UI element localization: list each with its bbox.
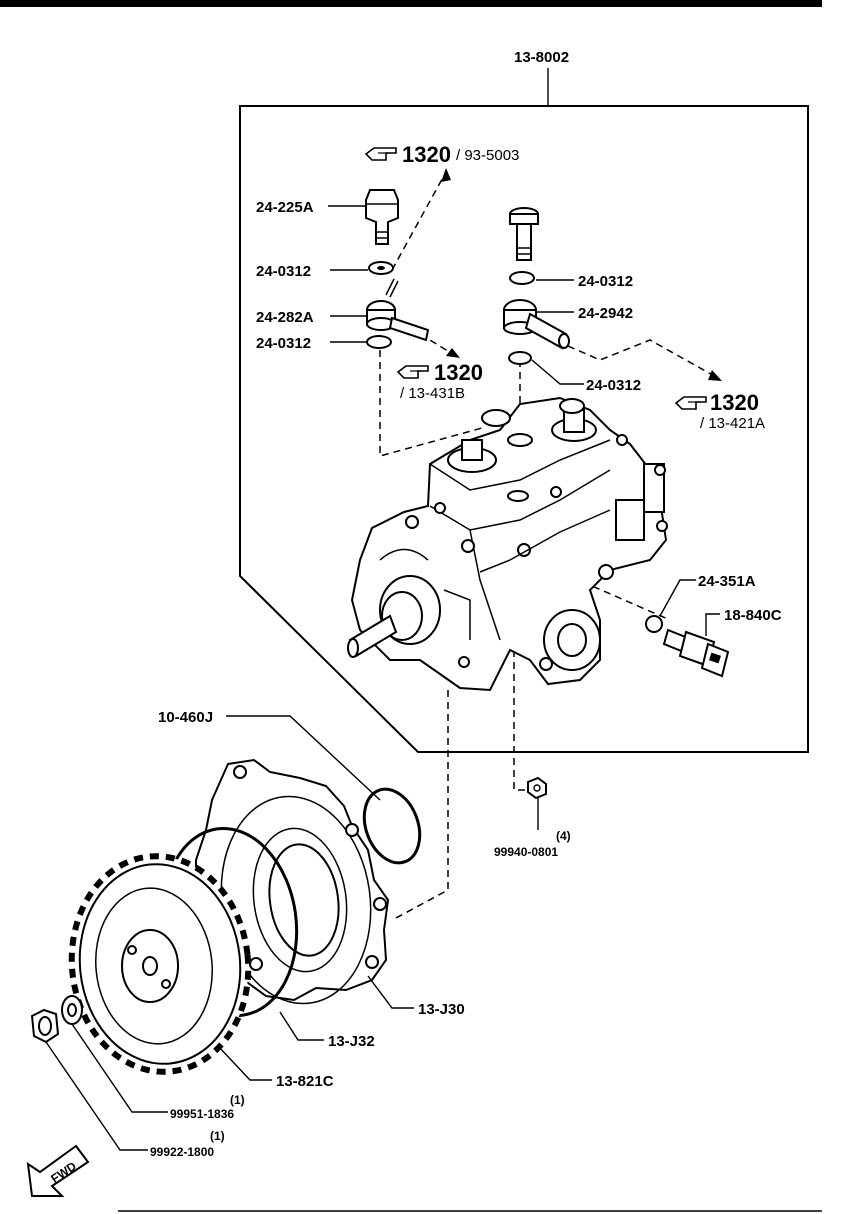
washer-99951-1836[interactable] [61,995,83,1025]
callout-99940-0801[interactable]: 99940-0801 [494,845,558,859]
callout-24-2942[interactable]: 24-2942 [578,305,633,322]
callout-24-282A[interactable]: 24-282A [256,309,314,326]
leader [659,579,696,617]
reference-sub: / 93-5003 [456,147,519,164]
washer-24-0312-lower-right[interactable] [508,351,532,365]
leader [226,715,381,801]
sensor-18-840C[interactable] [662,628,730,678]
dashed-line-sensor [559,571,671,621]
assembly-frame [239,105,809,753]
callout-24-0312[interactable]: 24-0312 [256,263,311,280]
dashed-line-to-ref-top [391,171,447,271]
dashed-line-pump-to-cover [395,690,449,919]
callout-qty-1: (1) [230,1093,245,1107]
gear-13-821C[interactable] [61,847,259,1080]
nut-99922-1800[interactable] [30,1008,60,1044]
callout-99922-1800[interactable]: 99922-1800 [150,1145,214,1159]
banjo-bolt-right[interactable] [509,207,539,261]
fwd-arrow-icon: FWD [26,1144,90,1197]
callout-24-0312[interactable]: 24-0312 [256,335,311,352]
washer-inner [377,266,385,270]
reference-number: 1320 [710,390,759,415]
arrow-head [441,168,451,182]
callout-qty-1: (1) [210,1129,225,1143]
dashed-line-nut [513,650,528,791]
reference-left[interactable]: 1320 / 13-431B [396,360,483,402]
callout-qty-4: (4) [556,829,571,843]
callout-10-460J[interactable]: 10-460J [158,709,213,726]
leader [71,1023,168,1113]
leader [367,975,414,1009]
pointing-hand-icon [674,396,707,410]
banjo-fitting-24-2942[interactable] [503,299,570,350]
leader [279,1011,324,1041]
dashed-line-to-ref-right [567,339,719,379]
callout-24-351A[interactable]: 24-351A [698,573,756,590]
callout-99951-1836[interactable]: 99951-1836 [170,1107,234,1121]
reference-top[interactable]: 1320 / 93-5003 [364,142,519,167]
injection-pump[interactable] [347,396,668,692]
callout-24-0312[interactable]: 24-0312 [586,377,641,394]
leader [217,1045,272,1081]
leader [45,1041,148,1151]
arrow-head [446,348,460,358]
callout-13-J30[interactable]: 13-J30 [418,1001,465,1018]
callout-24-0312[interactable]: 24-0312 [578,273,633,290]
reference-right[interactable]: 1320 / 13-421A [674,390,765,432]
reference-number: 1320 [434,360,483,385]
pointing-hand-icon [396,365,429,379]
reference-sub: / 13-431B [400,385,465,402]
top-border-rule [0,0,822,7]
leader [705,613,720,636]
o-ring-10-460J[interactable] [355,781,430,870]
callout-13-821C[interactable]: 13-821C [276,1073,334,1090]
o-ring-24-351A[interactable] [645,615,663,633]
assembly-label[interactable]: 13-8002 [514,49,569,66]
arrow-head [708,370,722,381]
reference-sub: / 13-421A [700,415,765,432]
callout-24-225A[interactable]: 24-225A [256,199,314,216]
callout-18-840C[interactable]: 18-840C [724,607,782,624]
banjo-fitting-24-282A[interactable] [366,278,430,342]
nut-99940-0801[interactable] [527,776,547,800]
reference-number: 1320 [402,142,451,167]
pointing-hand-icon [364,147,397,161]
callout-13-J32[interactable]: 13-J32 [328,1033,375,1050]
washer-24-0312-upper-right[interactable] [509,271,535,285]
leader [531,359,584,385]
washer-24-0312-lower-left[interactable] [366,335,392,349]
banjo-bolt-24-225A[interactable] [365,189,399,245]
